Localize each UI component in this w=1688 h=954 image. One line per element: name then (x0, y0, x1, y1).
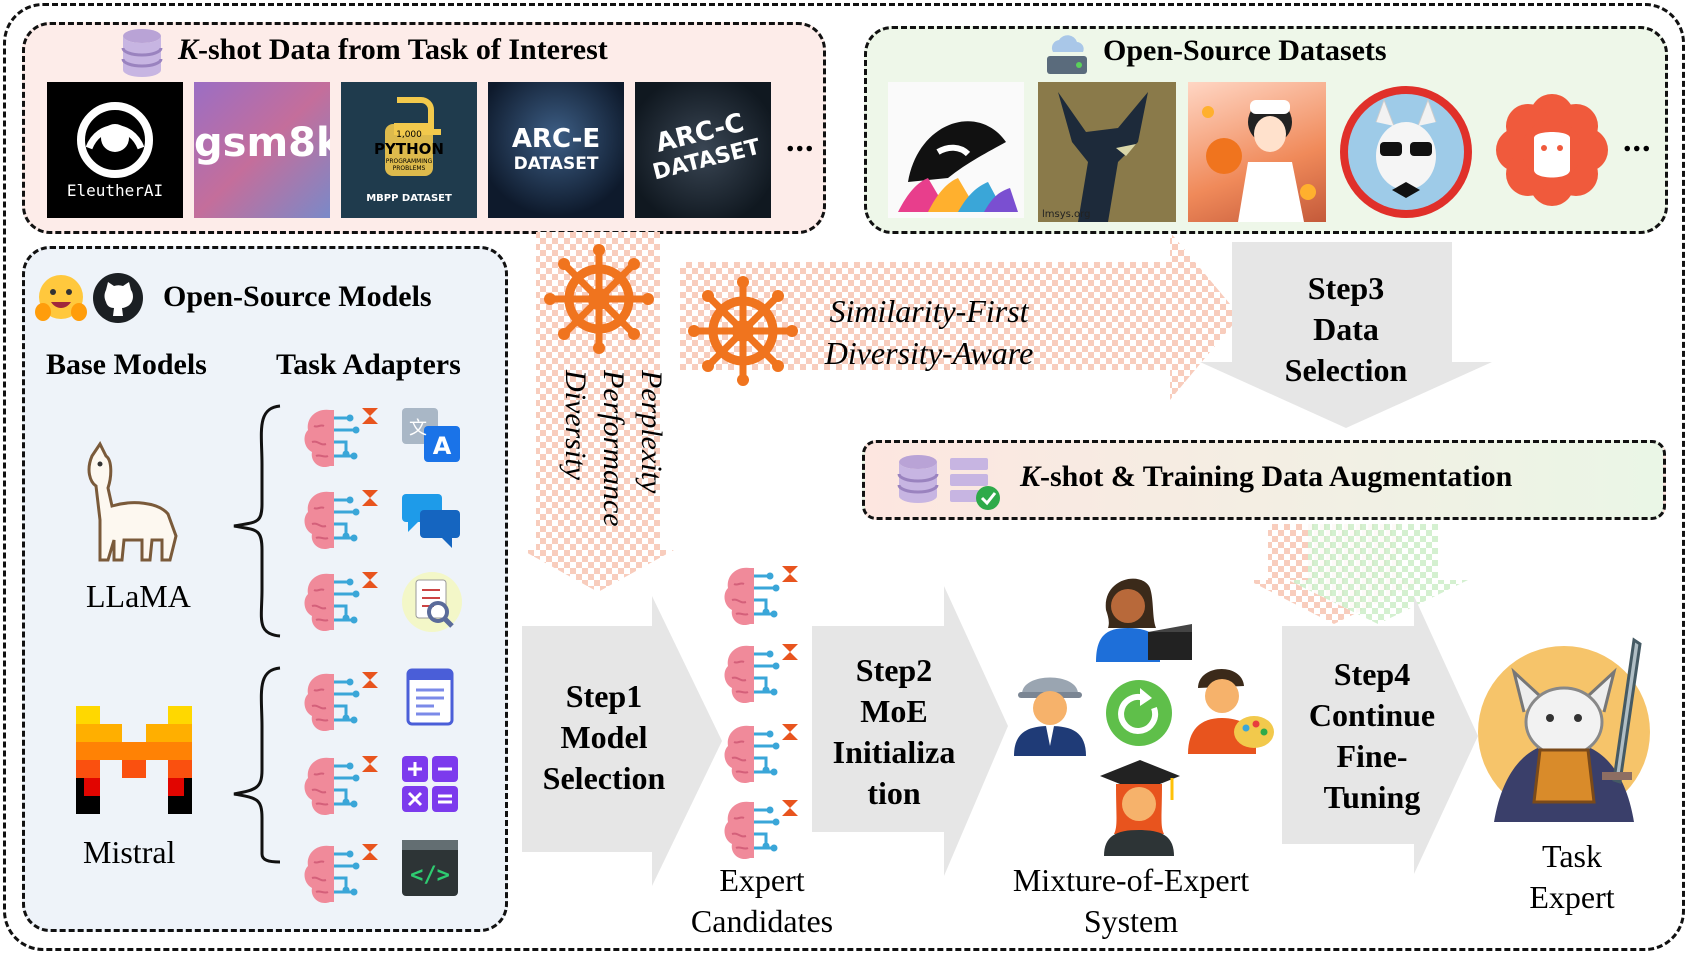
mbpp-sub: PROGRAMMING PROBLEMS (385, 158, 433, 172)
gsm8k-label: gsm8k (194, 120, 330, 166)
arc-e-title: ARC-E (511, 124, 601, 154)
ship-wheel-icon (544, 244, 654, 354)
expert-candidate-icon (723, 798, 800, 861)
expert-candidate-icon (723, 564, 800, 627)
diversity-label: Diversity (559, 370, 592, 480)
base-models-header: Base Models (46, 348, 207, 381)
orca-image (888, 82, 1024, 218)
ship-wheel-icon (688, 276, 798, 386)
data-check-icon (948, 456, 1002, 517)
step3-arrow[interactable] (1200, 242, 1492, 428)
warrior-llama-icon (1474, 632, 1654, 833)
translate-icon: A 文 (400, 404, 464, 473)
diversity-aware-text: Diversity-Aware (824, 335, 1034, 371)
director-icon (1094, 570, 1194, 667)
svg-text:</>: </> (410, 863, 450, 888)
lmsys-label: lmsys.org (1042, 209, 1091, 220)
form-icon (404, 668, 458, 733)
eleutherai-label: EleutherAI (66, 181, 164, 200)
database-icon (120, 28, 164, 83)
anime-image (1188, 82, 1326, 222)
datasets-more: ... (1623, 122, 1652, 159)
step1-arrow[interactable] (522, 596, 722, 886)
outer-frame (3, 3, 1685, 951)
arc-e-sub: DATASET (513, 154, 599, 174)
criteria-arrow (522, 232, 674, 592)
step2-arrow[interactable] (812, 586, 1008, 876)
llama-glasses-image (1336, 82, 1476, 222)
brain-circuit-icon (303, 842, 380, 905)
brain-circuit-icon (303, 670, 380, 733)
gsm8k-logo: gsm8k (194, 82, 330, 218)
expert-candidate-icon (723, 642, 800, 705)
llama-icon (72, 436, 192, 569)
arc-c-logo: ARC-C DATASET (635, 82, 771, 218)
perplexity-label: Perplexity (635, 370, 668, 494)
mbpp-python: PYTHON (374, 140, 444, 158)
artist-icon (1184, 658, 1274, 761)
mbpp-dataset: MBPP DATASET (366, 193, 452, 204)
github-icon (92, 272, 144, 329)
performance-label: Performance (597, 370, 630, 527)
chat-icon (400, 490, 464, 559)
arc-e-logo: ARC-E DATASET (488, 82, 624, 218)
mbpp-count: 1,000 (396, 130, 422, 140)
kshot-more: ... (786, 122, 815, 159)
brain-circuit-icon (303, 754, 380, 817)
criteria-labels: Perplexity Performance Diversity (559, 370, 670, 540)
selection-strategy-label: Similarity-First Diversity-Aware (820, 290, 1038, 374)
datasets-title: Open-Source Datasets (1103, 34, 1387, 67)
llama-label: LLaMA (86, 578, 191, 614)
selection-strategy-arrow (680, 232, 1240, 400)
engineer-icon (1010, 660, 1090, 761)
similarity-first-text: Similarity-First (829, 293, 1029, 329)
mbpp-logo: 1,000 PYTHON PROGRAMMING PROBLEMS MBPP D… (341, 82, 477, 218)
svg-text:A: A (433, 432, 452, 460)
adapter-braces (233, 404, 281, 864)
mistral-icon (76, 706, 192, 819)
graduate-icon (1094, 756, 1184, 861)
task-adapters-header: Task Adapters (276, 348, 461, 381)
document-search-icon (400, 570, 464, 639)
mistral-label: Mistral (83, 834, 176, 870)
brain-circuit-icon (303, 488, 380, 551)
calculator-icon (402, 756, 458, 817)
database-icon (896, 454, 940, 509)
augmentation-title: K-shot & Training Data Augmentation (1020, 460, 1513, 493)
expert-candidate-icon (723, 722, 800, 785)
svg-text:文: 文 (409, 418, 427, 439)
step4-arrow[interactable] (1282, 596, 1478, 874)
code-icon: </> (402, 840, 458, 901)
brain-circuit-icon (303, 570, 380, 633)
vicuna-image: lmsys.org (1038, 82, 1176, 222)
models-title: Open-Source Models (163, 280, 432, 313)
cloud-server-icon (1043, 30, 1091, 83)
refresh-icon (1104, 678, 1174, 753)
kshot-title: K-shot Data from Task of Interest (178, 33, 608, 66)
hugging-face-icon (34, 272, 88, 331)
flower-logo (1484, 82, 1620, 218)
augmentation-arrow-green (1288, 524, 1468, 624)
eleutherai-logo: EleutherAI (47, 82, 183, 218)
brain-circuit-icon (303, 406, 380, 469)
